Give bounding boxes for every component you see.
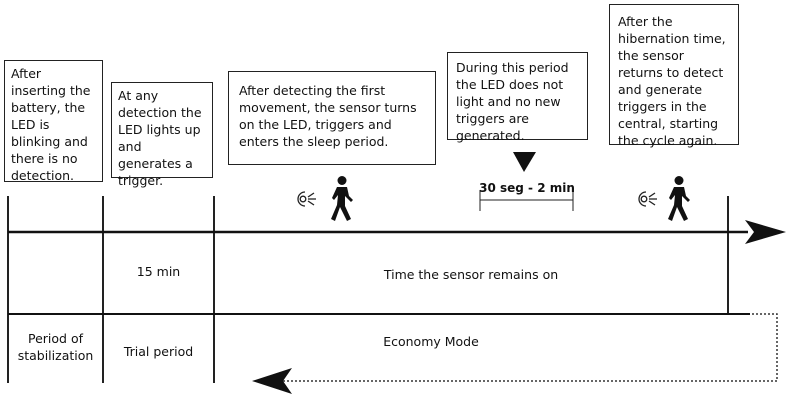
timeline-arrowhead — [745, 220, 786, 244]
detection-note: At any detection the LED lights up and g… — [111, 82, 213, 188]
interval-label: 30 seg - 2 min — [479, 181, 575, 195]
sensor-on-label: Time the sensor remains on — [383, 267, 559, 282]
economy-mode-label: Economy Mode — [383, 334, 479, 349]
battery-note: After inserting the battery, the LED is … — [4, 60, 103, 183]
trial-time-label: 15 min — [136, 264, 181, 279]
pointer-triangle — [513, 152, 536, 172]
trial-period-label: Trial period — [123, 344, 194, 359]
first-movement-note: After detecting the first movement, the … — [228, 71, 436, 165]
led-sensor-icon — [297, 191, 316, 207]
return-path — [258, 313, 778, 382]
return-arrowhead — [252, 368, 292, 394]
led-sensor-icon — [638, 191, 657, 207]
walking-person-icon — [331, 176, 353, 221]
hibernation-note: After the hibernation time, the sensor r… — [609, 4, 739, 148]
period-note: During this period the LED does not ligh… — [447, 52, 588, 143]
stabilization-label: Period of stabilization — [17, 331, 94, 363]
walking-person-icon — [668, 176, 690, 221]
